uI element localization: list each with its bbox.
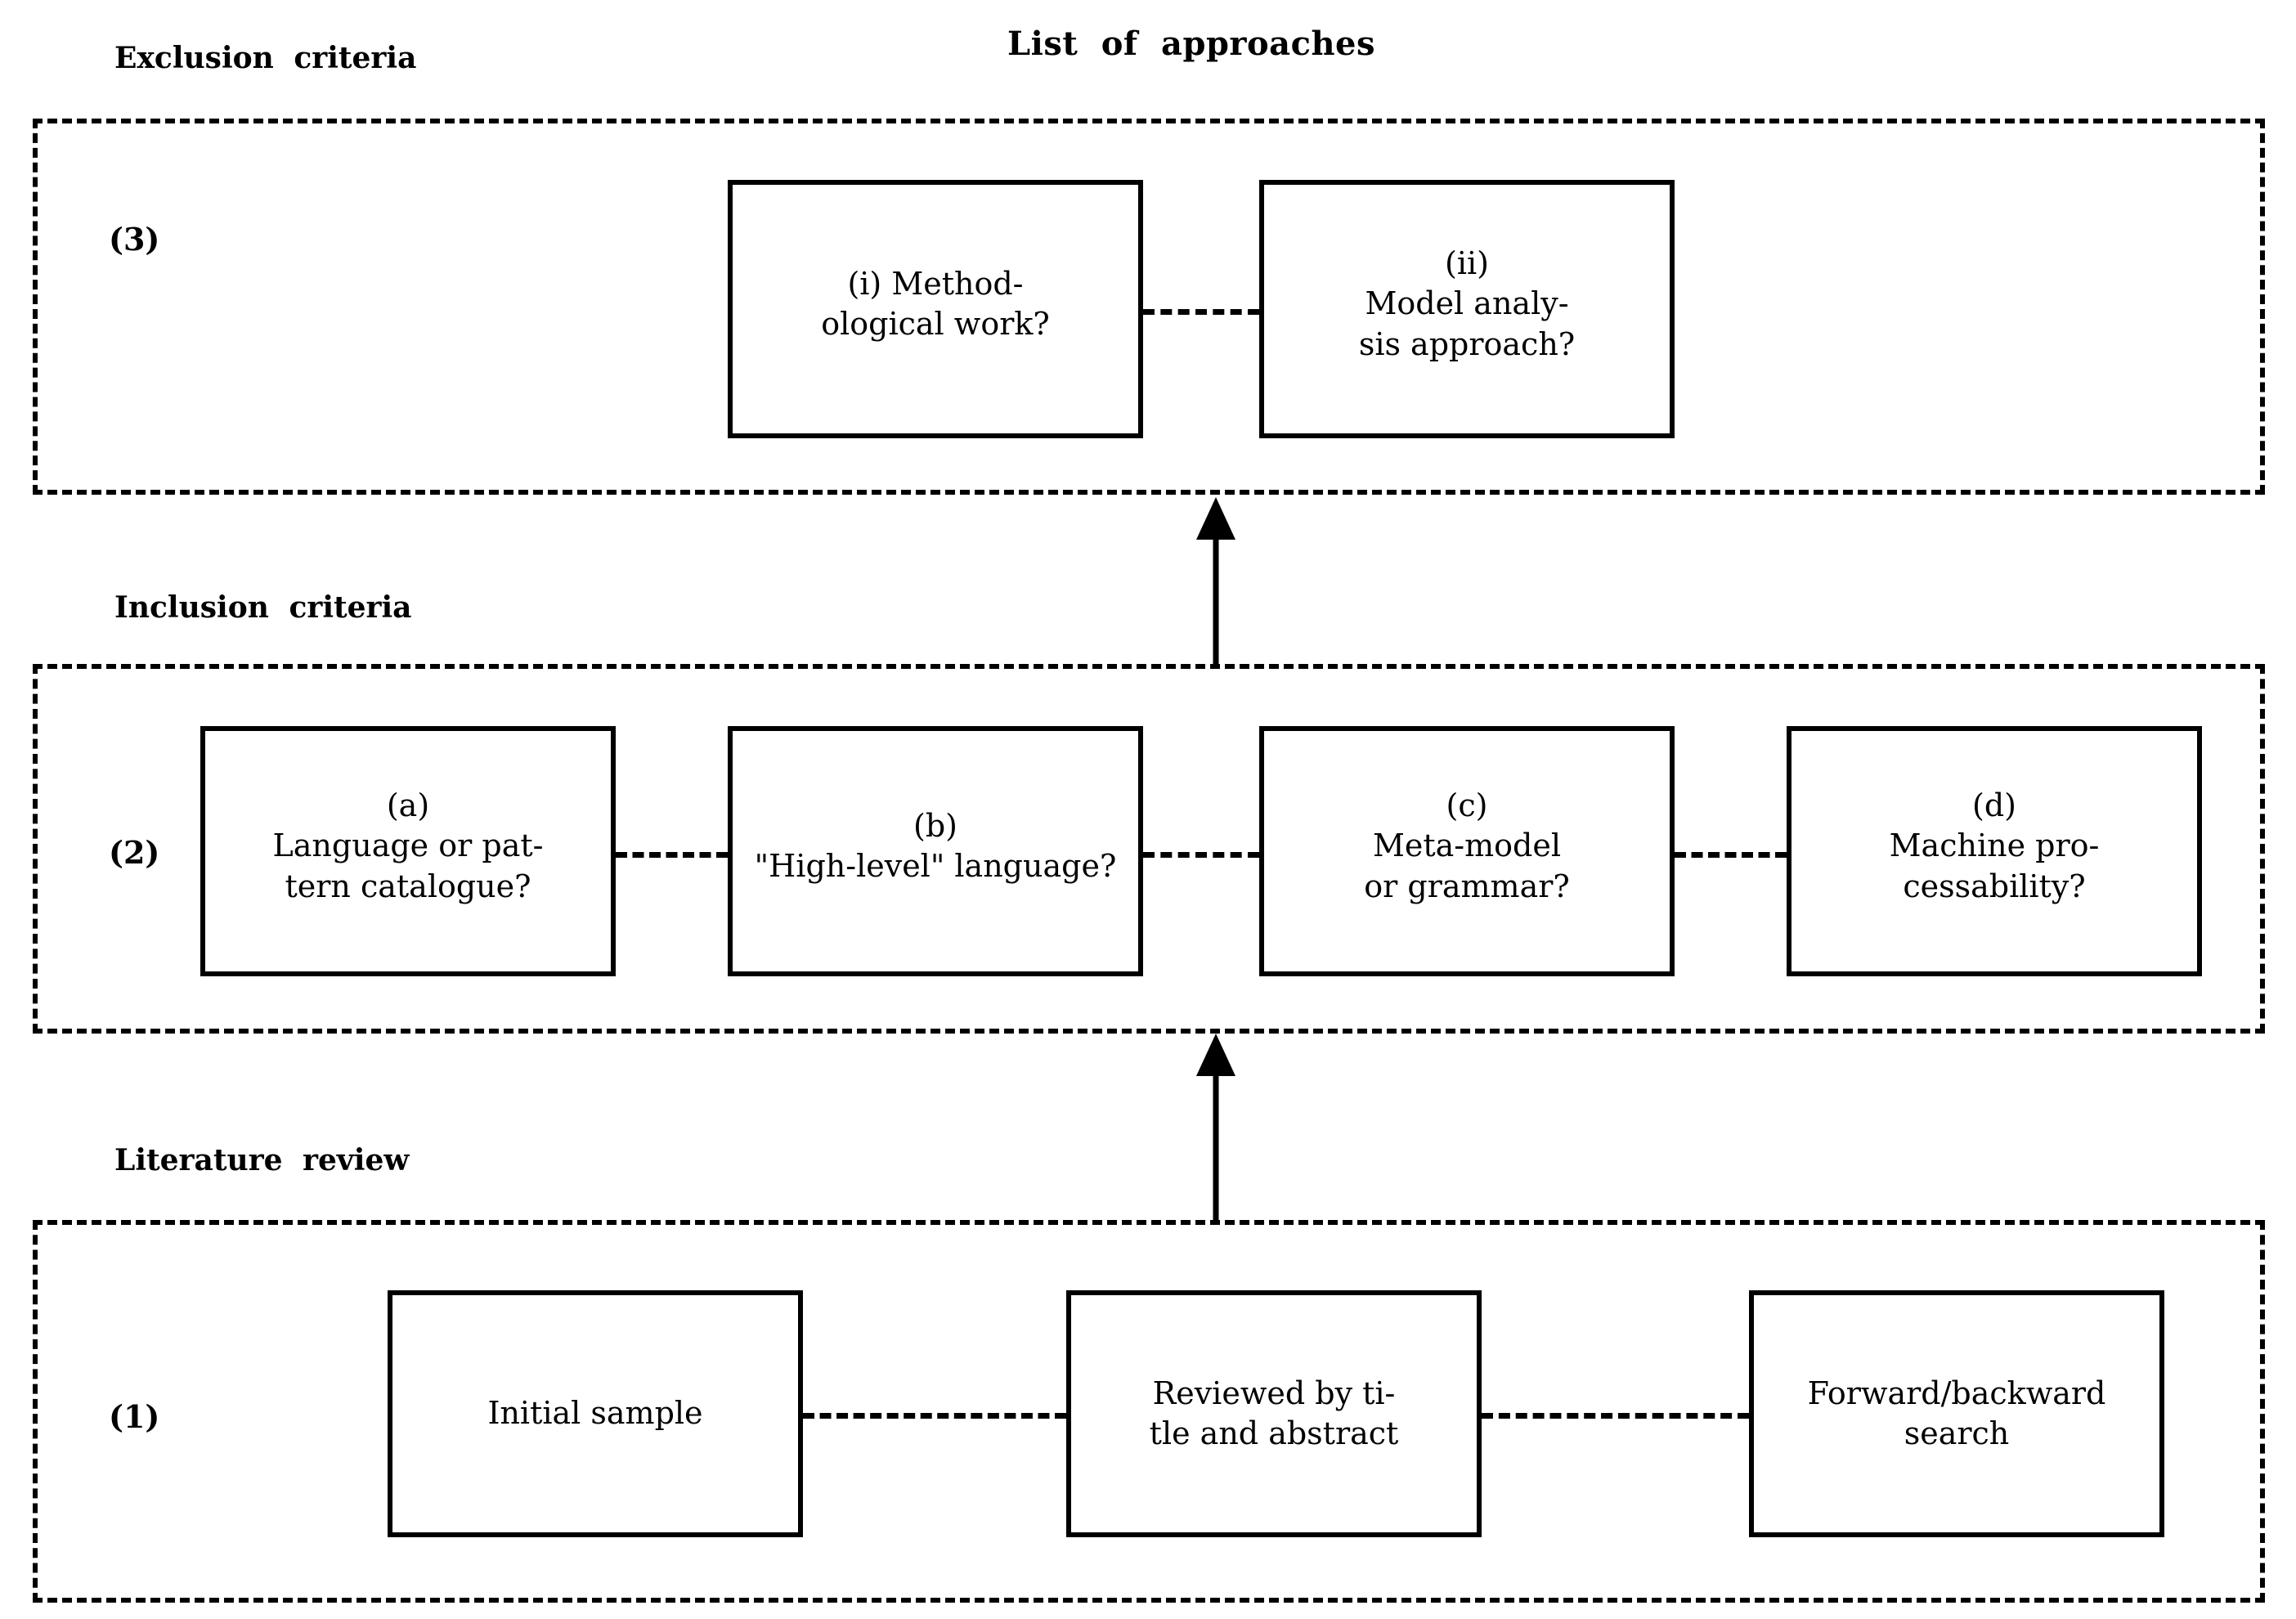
node-methodological-work-label: (i) Method- ological work? bbox=[821, 265, 1050, 342]
section-heading-exclusion-criteria: Exclusion criteria bbox=[114, 41, 417, 75]
node-reviewed-by-title-and-abstract-label: Reviewed by ti- tle and abstract bbox=[1149, 1375, 1399, 1451]
node-model-analysis-approach[interactable]: (ii) Model analy- sis approach? bbox=[1259, 180, 1675, 438]
node-initial-sample[interactable]: Initial sample bbox=[388, 1290, 803, 1537]
node-forward-backward-search[interactable]: Forward/backward search bbox=[1749, 1290, 2164, 1537]
node-machine-processability[interactable]: (d) Machine pro- cessability? bbox=[1787, 726, 2202, 976]
step-number-3: (3) bbox=[109, 221, 160, 258]
node-language-or-pattern-catalogue-label: (a) Language or pat- tern catalogue? bbox=[272, 787, 544, 904]
node-forward-backward-search-label: Forward/backward search bbox=[1807, 1375, 2106, 1451]
node-machine-processability-label: (d) Machine pro- cessability? bbox=[1889, 787, 2100, 904]
group-inclusion-criteria bbox=[33, 664, 2265, 1034]
connector-i-to-ii bbox=[1143, 309, 1259, 315]
group-exclusion-criteria bbox=[33, 119, 2265, 495]
step-number-2: (2) bbox=[109, 834, 160, 871]
connector-b-to-c bbox=[1143, 852, 1259, 858]
node-high-level-language[interactable]: (b) "High-level" language? bbox=[728, 726, 1143, 976]
step-number-1: (1) bbox=[109, 1398, 160, 1435]
node-model-analysis-approach-label: (ii) Model analy- sis approach? bbox=[1358, 244, 1576, 362]
group-literature-review bbox=[33, 1220, 2265, 1603]
node-language-or-pattern-catalogue[interactable]: (a) Language or pat- tern catalogue? bbox=[200, 726, 616, 976]
node-reviewed-by-title-and-abstract[interactable]: Reviewed by ti- tle and abstract bbox=[1066, 1290, 1482, 1537]
page-title: List of approaches bbox=[1007, 25, 1375, 63]
arrow-shaft bbox=[1213, 1050, 1219, 1220]
connector-c-to-d bbox=[1675, 852, 1787, 858]
connector-reviewed-to-search bbox=[1482, 1413, 1749, 1419]
node-meta-model-or-grammar[interactable]: (c) Meta-model or grammar? bbox=[1259, 726, 1675, 976]
node-meta-model-or-grammar-label: (c) Meta-model or grammar? bbox=[1364, 787, 1570, 904]
section-heading-inclusion-criteria: Inclusion criteria bbox=[114, 590, 412, 625]
connector-a-to-b bbox=[616, 852, 728, 858]
node-high-level-language-label: (b) "High-level" language? bbox=[754, 807, 1117, 884]
connector-initial-to-reviewed bbox=[803, 1413, 1066, 1419]
node-methodological-work[interactable]: (i) Method- ological work? bbox=[728, 180, 1143, 438]
arrow-literature-to-inclusion bbox=[1191, 1034, 1240, 1220]
node-initial-sample-label: Initial sample bbox=[487, 1395, 703, 1432]
section-heading-literature-review: Literature review bbox=[114, 1143, 410, 1177]
arrow-shaft bbox=[1213, 514, 1219, 665]
arrow-inclusion-to-exclusion bbox=[1191, 497, 1240, 665]
